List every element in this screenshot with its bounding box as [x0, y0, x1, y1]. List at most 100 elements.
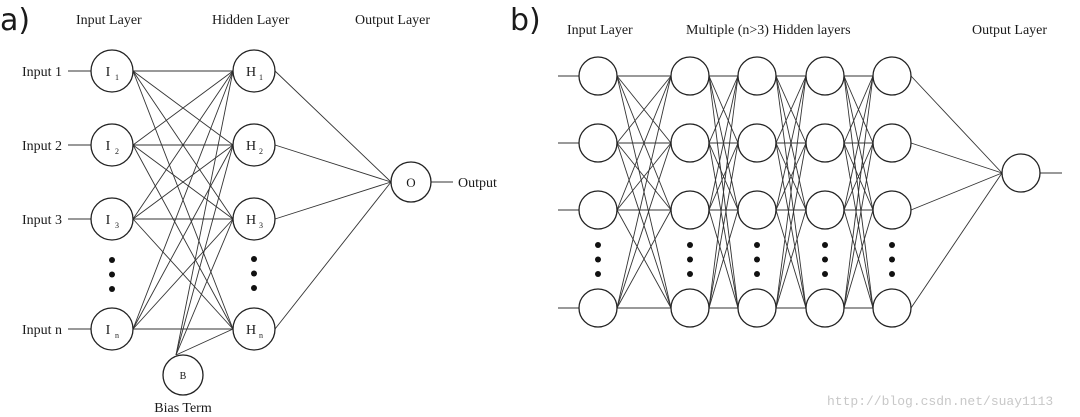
edge-layer-layer: [843, 142, 874, 211]
edge-input-hidden: [132, 70, 234, 220]
panel-b-nodes: [578, 56, 1041, 328]
edge-layer-layer: [616, 75, 672, 144]
hidden-node: [805, 190, 845, 230]
panel-a-input-layer-header: Input Layer: [76, 13, 142, 28]
ellipsis-dot: [822, 242, 828, 248]
edge-layer-layer: [843, 75, 874, 211]
output-label: Output: [458, 176, 497, 191]
hidden-node-label: H: [246, 213, 256, 228]
hidden-node: [805, 123, 845, 163]
edge-bias-hidden: [175, 70, 234, 356]
edge-hidden-output: [910, 75, 1003, 174]
ellipsis-dot: [822, 271, 828, 277]
edge-layer-layer: [775, 209, 807, 309]
edge-hidden-output: [910, 172, 1003, 309]
hidden-node: [737, 190, 777, 230]
edge-layer-layer: [616, 75, 672, 309]
input-label: Input 1: [22, 65, 62, 80]
hidden-node-subscript: n: [259, 331, 263, 340]
edge-layer-layer: [843, 142, 874, 309]
ellipsis-dot: [109, 271, 115, 278]
ellipsis-dot: [109, 286, 115, 292]
hidden-node: [737, 288, 777, 328]
hidden-node-subscript: 1: [259, 73, 263, 82]
input-node-subscript: 1: [115, 73, 119, 82]
edge-layer-layer: [775, 142, 807, 211]
edge-layer-layer: [708, 75, 739, 144]
edge-layer-layer: [843, 75, 874, 144]
panel-b-hidden-layers-header: Multiple (n>3) Hidden layers: [686, 23, 851, 38]
hidden-node: [737, 56, 777, 96]
ellipsis-dot: [754, 256, 760, 263]
ellipsis-dot: [822, 256, 828, 263]
hidden-node: [737, 123, 777, 163]
output-node: [390, 161, 432, 203]
edge-input-hidden: [132, 218, 234, 330]
panel-a-connections: [68, 70, 453, 356]
edge-hidden-output: [910, 172, 1003, 211]
edge-hidden-output: [274, 181, 392, 330]
hidden-node: [232, 49, 276, 93]
edge-layer-layer: [843, 75, 874, 309]
edge-layer-layer: [775, 75, 807, 144]
bias-term-label: Bias Term: [154, 401, 212, 416]
hidden-node-subscript: 3: [259, 221, 263, 230]
edge-hidden-output: [274, 144, 392, 183]
input-node: [90, 197, 134, 241]
hidden-node: [670, 56, 710, 96]
edge-hidden-output: [274, 70, 392, 183]
hidden-node-label: H: [246, 65, 256, 80]
output-node-label: O: [406, 175, 415, 190]
input-node: [90, 307, 134, 351]
hidden-node: [232, 123, 276, 167]
input-node: [90, 49, 134, 93]
edge-bias-hidden: [175, 144, 234, 356]
input-node: [578, 123, 618, 163]
hidden-node: [805, 288, 845, 328]
edge-input-hidden: [132, 70, 234, 146]
input-node: [578, 56, 618, 96]
hidden-node: [670, 123, 710, 163]
bias-node-label: B: [180, 371, 187, 382]
input-node-subscript: 2: [115, 147, 119, 156]
ellipsis-dot: [109, 257, 115, 263]
panel-b-input-layer-header: Input Layer: [567, 23, 633, 38]
hidden-node-subscript: 2: [259, 147, 263, 156]
input-node-subscript: 3: [115, 221, 119, 230]
hidden-node: [872, 190, 912, 230]
ellipsis-dot: [687, 242, 693, 248]
edge-input-hidden: [132, 70, 234, 330]
input-node: [578, 288, 618, 328]
ellipsis-dot: [251, 256, 257, 262]
panel-a-label: a): [0, 3, 30, 38]
edge-layer-layer: [616, 142, 672, 309]
edge-input-hidden: [132, 144, 234, 220]
ellipsis-dot: [687, 271, 693, 277]
hidden-node: [232, 197, 276, 241]
edge-layer-layer: [775, 75, 807, 211]
edge-layer-layer: [775, 142, 807, 309]
ellipsis-dot: [889, 271, 895, 277]
input-node-label: I: [106, 139, 111, 154]
ellipsis-dot: [595, 271, 601, 277]
edge-layer-layer: [616, 75, 672, 211]
edge-layer-layer: [775, 75, 807, 309]
hidden-node: [872, 288, 912, 328]
bias-node: [162, 354, 204, 396]
input-label: Input n: [22, 323, 62, 338]
hidden-node-label: H: [246, 139, 256, 154]
hidden-node: [805, 56, 845, 96]
input-node-label: I: [106, 213, 111, 228]
edge-hidden-output: [910, 142, 1003, 174]
edge-bias-hidden: [175, 218, 234, 356]
hidden-node-label: H: [246, 323, 256, 338]
ellipsis-dot: [595, 256, 601, 263]
edge-bias-hidden: [175, 328, 234, 356]
edge-layer-layer: [708, 75, 739, 211]
edge-layer-layer: [708, 142, 739, 309]
input-label: Input 3: [22, 213, 62, 228]
input-label: Input 2: [22, 139, 62, 154]
panel-a-hidden-layer-header: Hidden Layer: [212, 13, 290, 28]
